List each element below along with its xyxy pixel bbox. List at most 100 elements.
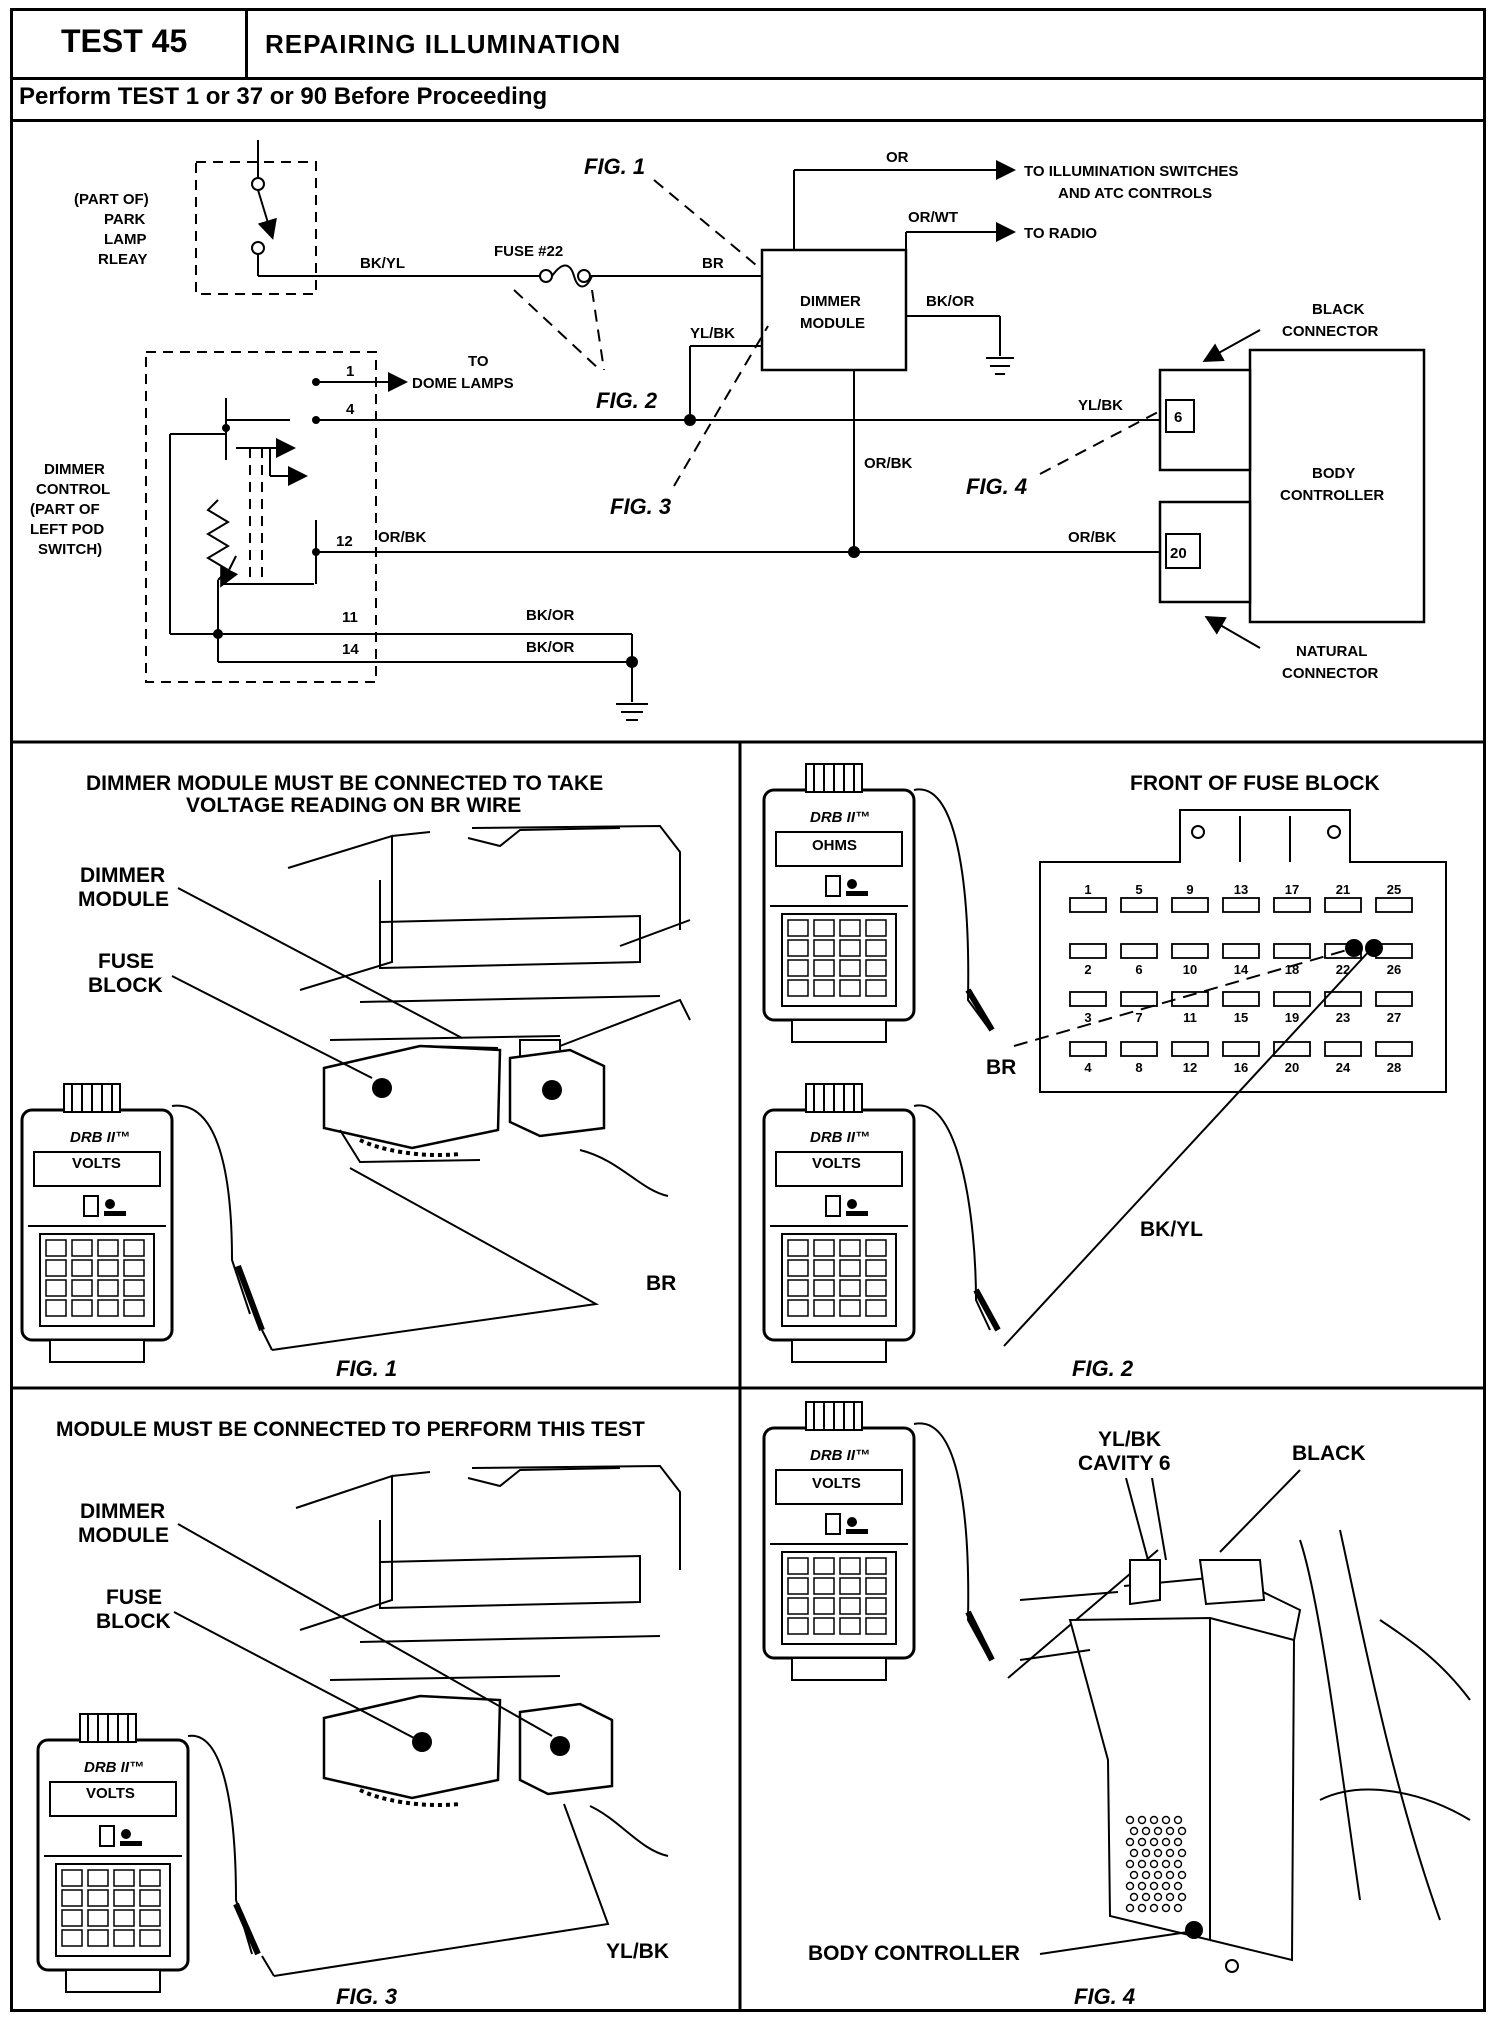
wire-yl-bk-bc-label: YL/BK bbox=[1078, 397, 1123, 414]
body-controller-label-1: BODY bbox=[1312, 465, 1355, 482]
fuse-slot bbox=[1273, 897, 1311, 913]
fig1-dimmer-module bbox=[508, 1039, 669, 1197]
fig4-body-controller-label: BODY CONTROLLER bbox=[808, 1942, 1020, 1965]
fuse-number: 22 bbox=[1336, 962, 1350, 977]
fuse-slot bbox=[1069, 991, 1107, 1007]
park-lamp-relay: (PART OF) PARK LAMP RLEAY bbox=[74, 140, 540, 295]
fuse-slot bbox=[1324, 897, 1362, 913]
vent-hole bbox=[1161, 1903, 1171, 1913]
relay-label-2: PARK bbox=[104, 211, 146, 228]
fig1-wire-label: BR bbox=[646, 1272, 676, 1295]
fig2-caption: FIG. 2 bbox=[1072, 1356, 1134, 1381]
schem-fig2: FIG. 2 bbox=[596, 388, 658, 413]
vent-hole bbox=[1125, 1859, 1135, 1869]
vent-hole bbox=[1161, 1881, 1171, 1891]
fuse-number: 10 bbox=[1183, 962, 1197, 977]
prerequisite-text: Perform TEST 1 or 37 or 90 Before Procee… bbox=[19, 83, 548, 110]
fig1-fuse-block bbox=[322, 1044, 502, 1164]
fuse-number: 4 bbox=[1084, 1060, 1092, 1075]
fuse-slot bbox=[1069, 943, 1107, 959]
fig1-tester bbox=[20, 1082, 174, 1364]
fig2-tester-bottom-brand: DRB II™ bbox=[810, 1129, 870, 1146]
fuse-number: 1 bbox=[1084, 882, 1091, 897]
fuse-slot bbox=[1375, 897, 1413, 913]
fuse-number: 27 bbox=[1387, 1010, 1401, 1025]
fig2-tester-top-brand: DRB II™ bbox=[810, 809, 870, 826]
vent-hole bbox=[1129, 1870, 1139, 1880]
dest-dome-1: TO bbox=[468, 353, 489, 370]
fig1-dimmer-module-2: MODULE bbox=[78, 888, 169, 911]
fuse-slot bbox=[1222, 1041, 1260, 1057]
vent-hole bbox=[1161, 1859, 1171, 1869]
dimmer-module-label-2: MODULE bbox=[800, 315, 865, 332]
fig1-fuse-block-1: FUSE bbox=[98, 950, 154, 973]
wire-or-wt-label: OR/WT bbox=[908, 209, 958, 226]
fig3-dimmer-module bbox=[518, 1702, 669, 1857]
fuse-number: 28 bbox=[1387, 1060, 1401, 1075]
fuse-slot bbox=[1120, 943, 1158, 959]
vent-hole bbox=[1129, 1826, 1139, 1836]
wire-or-bk-bc-label: OR/BK bbox=[1068, 529, 1117, 546]
fig2-wire-br: BR bbox=[986, 1056, 1016, 1079]
prerequisite-bar: Perform TEST 1 or 37 or 90 Before Procee… bbox=[13, 77, 1483, 122]
fuse-number: 3 bbox=[1084, 1010, 1091, 1025]
fuse-label: FUSE #22 bbox=[494, 243, 563, 260]
dimmer-control-label-5: SWITCH) bbox=[38, 541, 102, 558]
service-page: TEST 45 REPAIRING ILLUMINATION Perform T… bbox=[10, 8, 1486, 2012]
fuse-number: 14 bbox=[1234, 962, 1249, 977]
fig1-fuse-block-2: BLOCK bbox=[88, 974, 163, 997]
wire-bk-or-pin14-label: BK/OR bbox=[526, 639, 575, 656]
vent-hole bbox=[1173, 1837, 1183, 1847]
fuse-slot bbox=[1273, 943, 1311, 959]
fuse-number: 9 bbox=[1186, 882, 1193, 897]
fuse-number: 17 bbox=[1285, 882, 1299, 897]
wire-bk-or-module-label: BK/OR bbox=[926, 293, 975, 310]
fig3-tester-brand: DRB II™ bbox=[84, 1759, 144, 1776]
vent-hole bbox=[1137, 1903, 1147, 1913]
fuse-number: 5 bbox=[1135, 882, 1142, 897]
wire-yl-bk-module-label: YL/BK bbox=[690, 325, 735, 342]
fig1-title-2: VOLTAGE READING ON BR WIRE bbox=[186, 794, 521, 817]
black-connector-1: BLACK bbox=[1312, 301, 1365, 318]
wire-or-label: OR bbox=[886, 149, 909, 166]
fig1-title-1: DIMMER MODULE MUST BE CONNECTED TO TAKE bbox=[86, 772, 603, 795]
vent-hole bbox=[1129, 1848, 1139, 1858]
relay-label-3: LAMP bbox=[104, 231, 147, 248]
vent-hole bbox=[1165, 1848, 1175, 1858]
fuse-slot bbox=[1273, 991, 1311, 1007]
fig2-tester-top-mode: OHMS bbox=[812, 837, 857, 854]
fuse-number: 25 bbox=[1387, 882, 1401, 897]
vent-hole bbox=[1153, 1870, 1163, 1880]
relay-label-4: RLEAY bbox=[98, 251, 147, 268]
pin-4: 4 bbox=[346, 401, 355, 418]
vent-hole bbox=[1125, 1837, 1135, 1847]
fuse-number: 23 bbox=[1336, 1010, 1350, 1025]
dimmer-control-label-2: CONTROL bbox=[36, 481, 110, 498]
fig2-title: FRONT OF FUSE BLOCK bbox=[1130, 772, 1380, 795]
fuse-number: 21 bbox=[1336, 882, 1350, 897]
fig1-dash-structure bbox=[287, 824, 691, 1047]
vent-hole bbox=[1153, 1892, 1163, 1902]
dimmer-control-label-1: DIMMER bbox=[44, 461, 105, 478]
fig4-wire-2: CAVITY 6 bbox=[1078, 1452, 1171, 1475]
vent-hole bbox=[1149, 1859, 1159, 1869]
fig3-fuse-block-1: FUSE bbox=[106, 1586, 162, 1609]
fig1-caption: FIG. 1 bbox=[336, 1356, 397, 1381]
wire-br-label: BR bbox=[702, 255, 724, 272]
vent-hole bbox=[1165, 1870, 1175, 1880]
vent-hole bbox=[1125, 1815, 1135, 1825]
cavity-20: 20 bbox=[1170, 545, 1187, 562]
body-controller-label-2: CONTROLLER bbox=[1280, 487, 1384, 504]
dest-illumination-1: TO ILLUMINATION SWITCHES bbox=[1024, 163, 1238, 180]
vent-hole bbox=[1165, 1892, 1175, 1902]
header-bar: TEST 45 REPAIRING ILLUMINATION bbox=[13, 11, 1483, 80]
pin-14: 14 bbox=[342, 641, 359, 658]
vent-hole bbox=[1141, 1826, 1151, 1836]
vent-hole bbox=[1177, 1826, 1187, 1836]
vent-hole bbox=[1161, 1815, 1171, 1825]
fuse-number: 8 bbox=[1135, 1060, 1142, 1075]
vent-hole bbox=[1177, 1848, 1187, 1858]
fig2-tester-bottom-mode: VOLTS bbox=[812, 1155, 861, 1172]
